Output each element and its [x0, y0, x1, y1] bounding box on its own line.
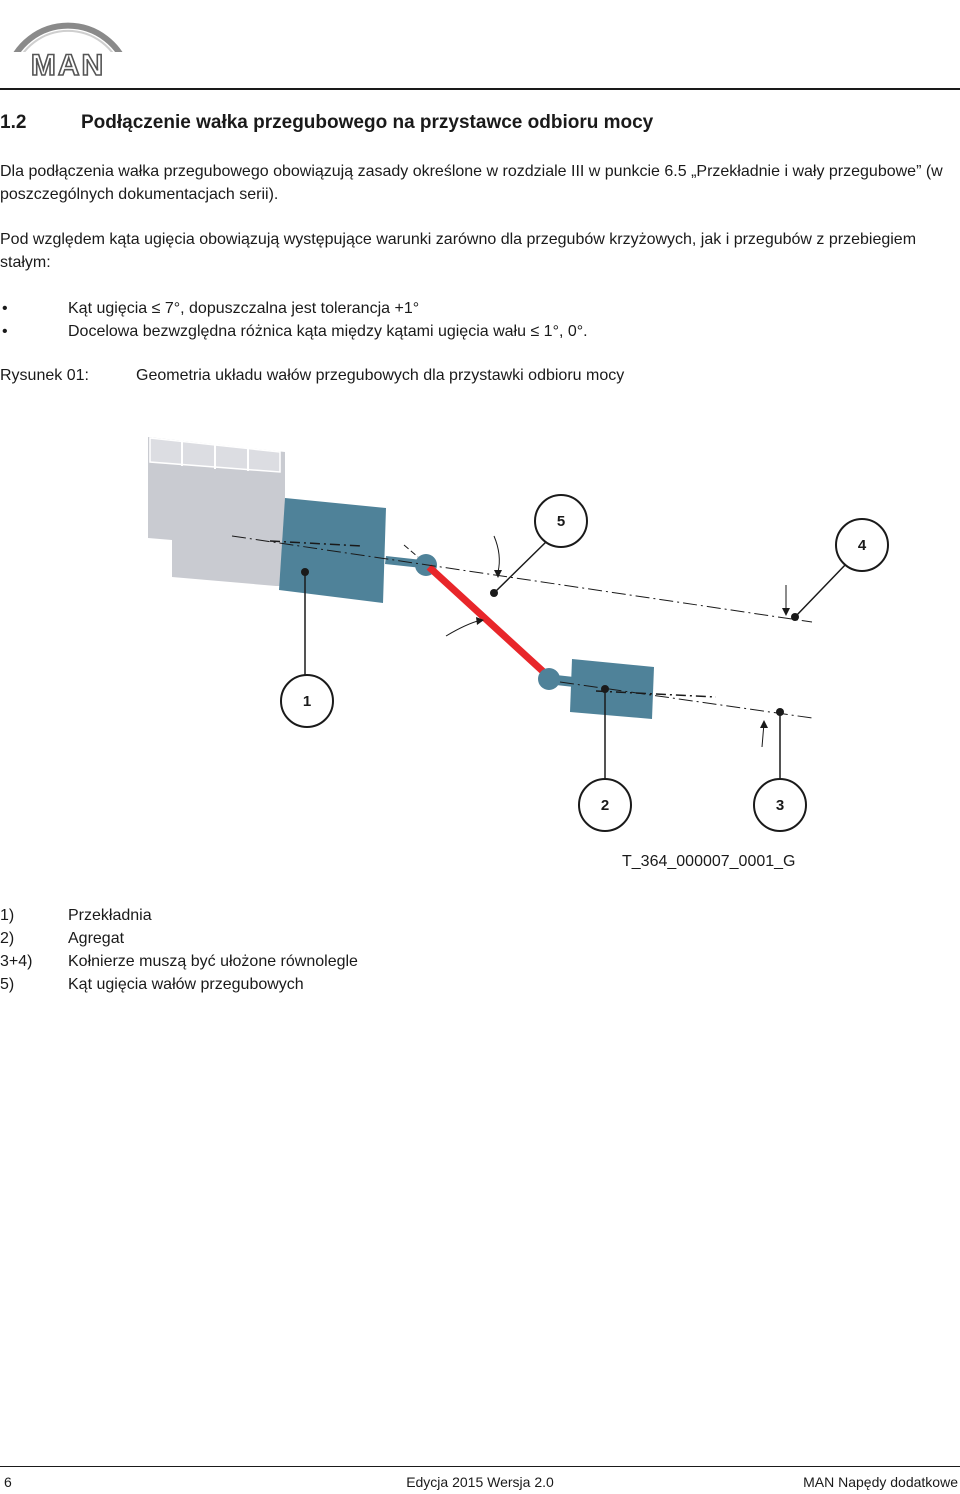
bullet-item: • Docelowa bezwzględna różnica kąta międ… — [0, 320, 960, 343]
flange-arrow — [782, 608, 790, 616]
bullet-text: Docelowa bezwzględna różnica kąta między… — [68, 323, 588, 340]
legend-key: 1) — [0, 907, 15, 924]
legend-key: 3+4) — [0, 953, 33, 970]
legend-text: Agregat — [68, 930, 125, 947]
callout-1-label: 1 — [303, 693, 311, 710]
centerline-transmission-inner — [269, 540, 363, 547]
angle-arrow — [476, 617, 484, 625]
bullet-dot: • — [2, 323, 8, 340]
bullet-list: • Kąt ugięcia ≤ 7°, dopuszczalna jest to… — [0, 297, 960, 343]
callout-anchor-4 — [791, 613, 799, 621]
page-footer: 6 Edycja 2015 Wersja 2.0 MAN Napędy doda… — [0, 1472, 960, 1494]
footer-rule — [0, 1466, 960, 1467]
callout-anchor-2 — [601, 685, 609, 693]
edition-label: Edycja 2015 Wersja 2.0 — [406, 1474, 554, 1490]
paragraph-conditions: Pod względem kąta ugięcia obowiązują wys… — [0, 231, 917, 271]
callout-anchor-5 — [490, 589, 498, 597]
centerline-aggregate-inner — [595, 690, 717, 698]
section-title: Podłączenie wałka przegubowego na przyst… — [81, 112, 654, 133]
logo-text: MAN — [31, 49, 105, 80]
bullet-dot: • — [2, 300, 8, 317]
legend-text: Przekładnia — [68, 907, 152, 924]
figure-legend: 1) Przekładnia 2) Agregat 3+4) Kołnierze… — [0, 904, 600, 996]
legend-text: Kąt ugięcia wałów przegubowych — [68, 976, 304, 993]
callout-anchor-1 — [301, 568, 309, 576]
callout-leader-4 — [794, 562, 848, 618]
driveline-diagram: 5 4 1 2 3 — [148, 437, 889, 832]
legend-text: Kołnierze muszą być ułożone równolegle — [68, 953, 358, 970]
legend-item: 1) Przekładnia — [0, 904, 600, 927]
legend-key: 5) — [0, 976, 15, 993]
angle-arc-lower — [445, 619, 482, 637]
callout-3: 3 — [753, 778, 807, 832]
man-logo: MAN — [4, 22, 132, 80]
paragraph-intro: Dla podłączenia wałka przegubowego obowi… — [0, 163, 943, 203]
legend-item: 5) Kąt ugięcia wałów przegubowych — [0, 973, 600, 996]
legend-item: 2) Agregat — [0, 927, 600, 950]
legend-item: 3+4) Kołnierze muszą być ułożone równole… — [0, 950, 600, 973]
bullet-text: Kąt ugięcia ≤ 7°, dopuszczalna jest tole… — [68, 300, 420, 317]
pto-output-stub — [385, 556, 422, 568]
figure-caption-text: Geometria układu wałów przegubowych dla … — [136, 367, 625, 384]
callout-2: 2 — [578, 778, 632, 832]
callout-5: 5 — [534, 494, 588, 548]
callout-5-label: 5 — [557, 513, 565, 530]
section-number: 1.2 — [0, 112, 27, 133]
page-number: 6 — [4, 1474, 12, 1490]
callout-1: 1 — [280, 674, 334, 728]
callout-4-label: 4 — [858, 537, 867, 554]
angle-arrow — [494, 570, 502, 578]
angle-arc-upper — [493, 535, 500, 573]
callout-anchor-3 — [776, 708, 784, 716]
header-rule — [0, 88, 960, 90]
universal-joint-rear — [538, 668, 560, 690]
legend-key: 2) — [0, 930, 15, 947]
gearbox-housing — [148, 437, 285, 586]
flange-arrow — [760, 720, 768, 728]
bullet-item: • Kąt ugięcia ≤ 7°, dopuszczalna jest to… — [0, 297, 960, 320]
aggregate-input-stub — [556, 675, 574, 687]
callout-4: 4 — [835, 518, 889, 572]
callout-2-label: 2 — [601, 797, 609, 814]
figure-caption-label: Rysunek 01: — [0, 367, 89, 384]
centerline-shaft-extension — [403, 544, 419, 558]
product-label: MAN Napędy dodatkowe — [803, 1474, 958, 1490]
callout-leader-5 — [493, 539, 549, 594]
propeller-shaft — [426, 564, 551, 679]
callout-3-label: 3 — [776, 797, 784, 814]
centerline-transmission — [231, 535, 813, 623]
figure-id: T_364_000007_0001_G — [622, 853, 796, 870]
